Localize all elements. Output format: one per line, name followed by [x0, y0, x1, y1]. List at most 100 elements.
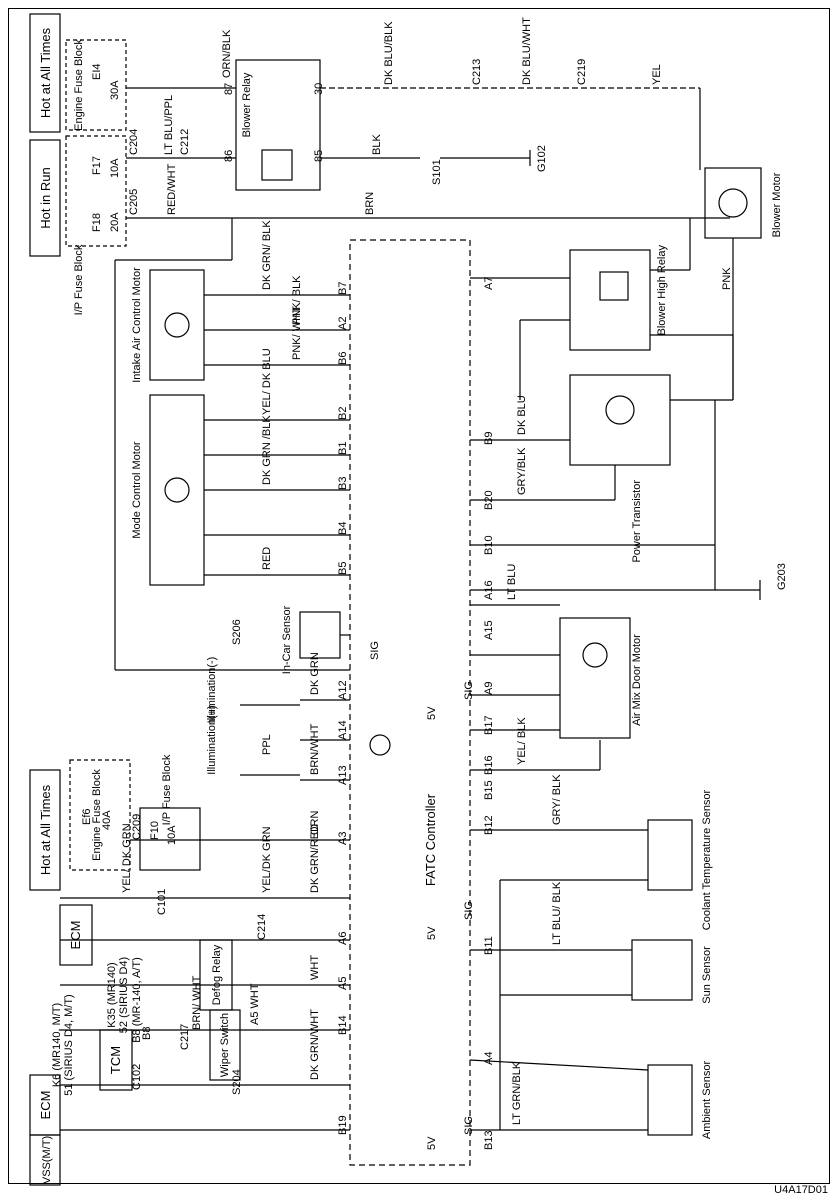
wire-yel-blk: YEL/ BLK: [516, 717, 528, 765]
pin-a6: A6: [337, 932, 349, 945]
wire-orn-blk: ORN/BLK: [221, 29, 233, 78]
pin-b4: B4: [337, 522, 349, 535]
ecm-bottom-label: ECM: [38, 1091, 53, 1120]
in-car-sensor-label: In-Car Sensor: [281, 605, 293, 674]
pin-b20: B20: [483, 490, 495, 510]
wire-brn: BRN: [364, 192, 376, 215]
wire-dk-blu: DK BLU: [516, 395, 528, 435]
wire-red-wht: RED/WHT: [166, 163, 178, 215]
wire-lt-blu: LT BLU: [506, 564, 518, 600]
connector-s204: S204: [231, 1069, 243, 1095]
blower-motor-symbol: [718, 188, 748, 218]
wire-yel-dk-grn2: YEL/ DK GRN: [121, 823, 133, 893]
fuse-f17-name: F17: [91, 156, 103, 175]
ip-fuse-block-2-label: I/P Fuse Block: [161, 754, 173, 825]
pin-a12: A12: [337, 680, 349, 700]
ecm-top-label: ECM: [68, 921, 83, 950]
note-k35: K35 (MR140): [106, 962, 118, 1027]
note-k6b: 51 (SIRIUS D4, M/T): [63, 994, 75, 1095]
wire-dk-grn-blk2: DK GRN /BLK: [261, 415, 273, 485]
pin-sig-ambient: SIG: [463, 1116, 475, 1135]
connector-c217: C217: [179, 1024, 191, 1050]
connector-s206: S206: [231, 619, 243, 645]
sun-sensor-label: Sun Sensor: [701, 946, 713, 1004]
pin-a4: A4: [483, 1052, 495, 1065]
pin-b16: B16: [483, 755, 495, 775]
connector-c219: C219: [576, 59, 588, 85]
pin-b13: B13: [483, 1130, 495, 1150]
connector-c209: C209: [131, 814, 143, 840]
note-k6: K6 (MR140, M/T): [51, 1003, 63, 1087]
ip-fuse-block-box: [65, 135, 127, 247]
tcm-label: TCM: [108, 1046, 123, 1074]
engine-fuse-block-2-box: [69, 759, 131, 871]
wire-dk-grn-red: DK GRN/RED: [309, 824, 321, 893]
pin-b7: B7: [337, 282, 349, 295]
pin-b17: B17: [483, 715, 495, 735]
intake-motor-label: Intake Air Control Motor: [131, 267, 143, 383]
pin-5v-ambient: 5V: [426, 1136, 438, 1150]
blower-high-relay-box: [569, 249, 651, 351]
fuse-f17-amp: 10A: [109, 158, 121, 178]
pin-5v-airmix: 5V: [426, 706, 438, 720]
vss-label: VSS(M/T): [41, 1136, 53, 1184]
note-b8: B8 (MR-140, A/T): [131, 957, 143, 1043]
pin-b15: B15: [483, 780, 495, 800]
ip-fuse-block-2-box: [139, 807, 201, 871]
wire-brn-wht: BRN/WHT: [309, 723, 321, 775]
wire-pnk-wht: PNK/ WHT: [291, 306, 303, 360]
mode-motor-label: Mode Control Motor: [131, 441, 143, 539]
air-mix-motor-label: Air Mix Door Motor: [631, 634, 643, 726]
blower-relay-coil: [261, 149, 293, 181]
hot-in-run-box: [29, 139, 61, 257]
wire-yel-dk-grn: YEL/DK GRN: [261, 826, 273, 893]
pin-b11: B11: [483, 936, 495, 955]
wire-yel: YEL: [651, 64, 663, 85]
pin-b2: B2: [337, 407, 349, 420]
wire-pnk: PNK: [721, 267, 733, 290]
fuse-f18-name: F18: [91, 213, 103, 232]
sun-sensor-box: [631, 939, 693, 1001]
fatc-controller-label: FATC Controller: [423, 793, 438, 886]
fuse-ef6-name: Ef6: [81, 808, 93, 825]
wire-lt-blu-blk: LT BLU/ BLK: [551, 881, 563, 945]
wire-blk: BLK: [371, 134, 383, 155]
relay-pin-30: 30: [313, 83, 325, 95]
fuse-ef6-amp: 40A: [101, 810, 113, 830]
wire-dk-grn-wht: DK GRN/WHT: [309, 1009, 321, 1080]
blower-motor-label: Blower Motor: [771, 172, 783, 237]
pin-b3: B3: [337, 477, 349, 490]
wire-brn-wht2: BRN/ WHT: [191, 975, 203, 1030]
wire-lt-blu-ppl: LT BLU/PPL: [163, 95, 175, 155]
power-transistor-label: Power Transistor: [631, 480, 643, 563]
diagram-code: U4A17D01: [774, 1184, 828, 1196]
coolant-sensor-box: [647, 819, 693, 891]
hot-at-all-times-top-box: [29, 13, 61, 133]
connector-c212: C212: [179, 129, 191, 155]
mode-motor-box: [149, 394, 205, 586]
in-car-sensor-box: [299, 611, 341, 659]
connector-c204: C204: [128, 129, 140, 155]
pin-b12: B12: [483, 815, 495, 835]
wire-ppl: PPL: [261, 734, 273, 755]
relay-pin-87: 87: [223, 83, 235, 95]
wire-wht: WHT: [309, 955, 321, 980]
pin-a2: A2: [337, 317, 349, 330]
wire-lt-grn-blk: LT GRN/BLK: [511, 1061, 523, 1125]
blower-motor-box: [704, 167, 762, 239]
connector-c205: C205: [128, 189, 140, 215]
wire-gry-blk2: GRY/ BLK: [551, 774, 563, 825]
connector-s101: S101: [431, 159, 443, 185]
wire-red: RED: [261, 547, 273, 570]
connector-g203: G203: [776, 563, 788, 590]
pin-sig-incar: SIG: [369, 641, 381, 660]
diagram-frame: [8, 8, 830, 1184]
fuse-ef4-amp: 30A: [109, 80, 121, 100]
pin-sig-airmix: SIG: [463, 681, 475, 700]
relay-pin-85: 85: [313, 150, 325, 162]
wire-dk-grn: DK GRN: [309, 652, 321, 695]
pin-b6: B6: [337, 352, 349, 365]
pin-a16: A16: [483, 580, 495, 600]
pin-b10: B10: [483, 535, 495, 555]
